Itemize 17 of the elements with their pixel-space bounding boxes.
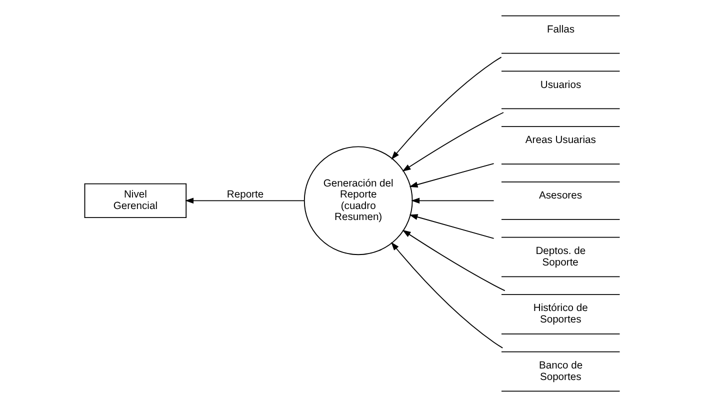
node-text: Histórico de Soportes <box>532 303 588 326</box>
node-text: Fallas <box>546 24 574 36</box>
node-text: Deptos. de Soporte <box>535 246 586 268</box>
arrow <box>402 230 505 292</box>
arrow <box>184 198 304 204</box>
node-text: Usuarios <box>540 80 581 91</box>
node-text: Asesores <box>538 190 582 202</box>
arrow <box>410 198 494 204</box>
arrow <box>390 242 503 348</box>
arrow <box>390 56 502 160</box>
arrow <box>408 214 494 239</box>
edge-label: Reporte <box>226 190 264 201</box>
node-text: Areas Usuarias <box>524 135 596 146</box>
arrow <box>408 163 494 188</box>
node-box: Nivel Gerencial <box>84 183 186 218</box>
node-text: Banco de Soportes <box>538 360 582 383</box>
arrow <box>402 112 504 172</box>
